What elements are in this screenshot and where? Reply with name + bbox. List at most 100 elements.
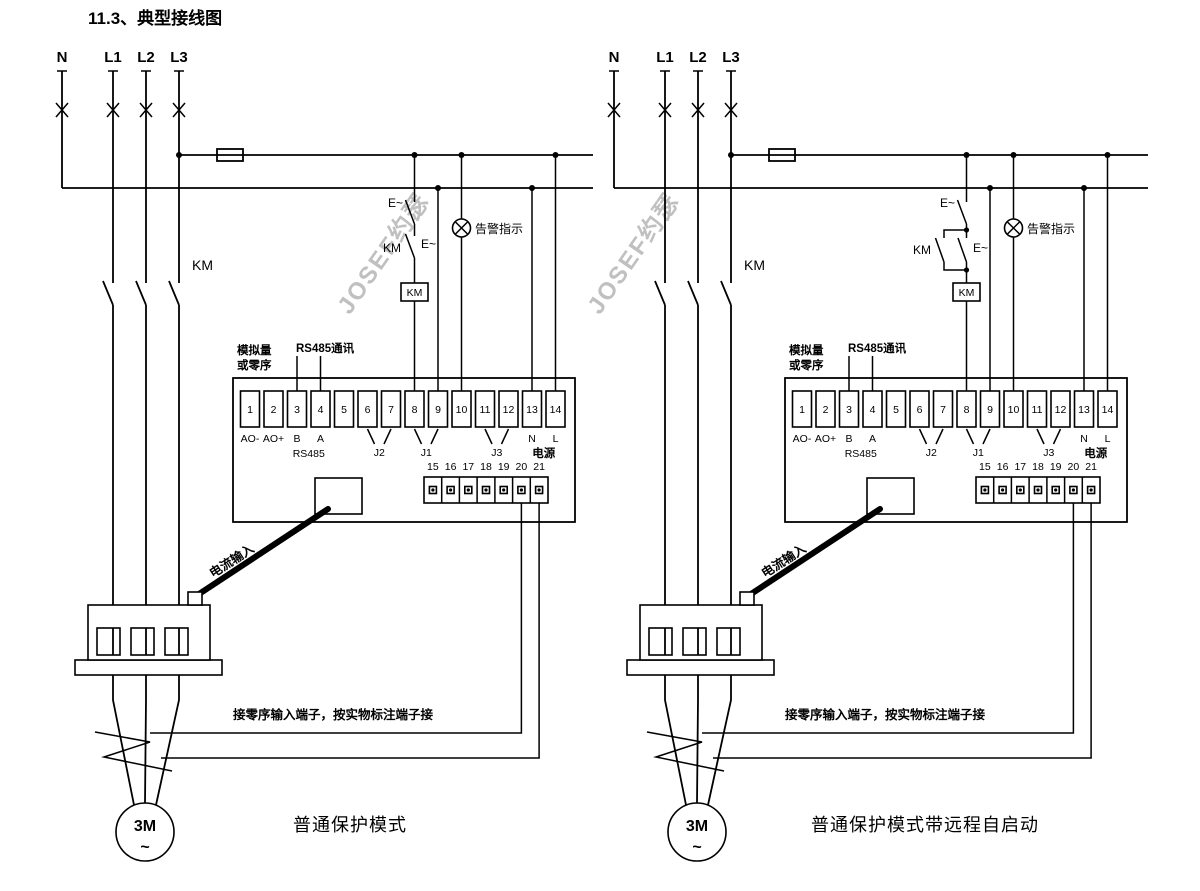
zero-seq-note: 接零序输入端子，按实物标注端子接: [233, 707, 434, 722]
terminal-drop-wires-left: [437, 155, 557, 391]
lamp-cross-icon: [1006, 221, 1021, 235]
ao-minus-label: AO-: [241, 433, 260, 445]
km-coil-label: KM: [407, 287, 423, 299]
l-label: L: [553, 433, 559, 445]
lower-terminal-number: 19: [498, 461, 510, 473]
km-aux-label: KM: [383, 241, 401, 255]
junction-dot: [963, 227, 970, 233]
terminal-number: 13: [526, 404, 538, 416]
terminal-number: 6: [365, 404, 371, 416]
ct-window: [716, 627, 741, 656]
e-start-label: E~: [421, 237, 436, 251]
terminal-number: 1: [799, 404, 805, 416]
terminal-number: 8: [412, 404, 418, 416]
km-coil-box: [400, 282, 429, 302]
lower-terminal-number: 15: [427, 461, 439, 473]
power-label: 电源: [532, 446, 555, 460]
terminal-drop-wires-right: [989, 155, 1109, 391]
current-transformer-left: [74, 591, 223, 676]
motor-tilde: ~: [140, 839, 149, 856]
phase-label-l1: L1: [656, 49, 674, 66]
rs485-label: RS485: [293, 448, 325, 460]
lower-terminal-number: 16: [997, 461, 1009, 473]
supply-verticals: [61, 71, 180, 283]
lower-terminal-number: 19: [1050, 461, 1062, 473]
terminal-number: 4: [318, 404, 324, 416]
terminal-number: 5: [893, 404, 899, 416]
motor-label: 3M: [134, 818, 156, 835]
km-coil-box: [952, 282, 981, 302]
motor-feed-lines: [664, 675, 732, 806]
caption-left: 普通保护模式: [293, 815, 407, 835]
rs485-comm-label: RS485通讯: [848, 342, 907, 355]
terminal-number: 12: [1055, 404, 1067, 416]
motor-tilde: ~: [692, 839, 701, 856]
terminal-row-right: 1 2 3 4 5 6 7 8 9 10 11 12 13 14: [791, 390, 1118, 428]
terminal-row-left: 1 2 3 4 5 6 7 8 9 10 11 12 13 14: [239, 390, 566, 428]
zero-seq-wire: [702, 503, 1092, 759]
fuse-symbol: [768, 148, 796, 162]
motor-circle: [115, 802, 175, 862]
motor-symbol-right: 3M ~: [667, 802, 727, 862]
current-input-cable: [193, 506, 331, 599]
watermark-right: JOSEF约瑟: [582, 188, 686, 319]
lower-terminal-number: 20: [1068, 461, 1080, 473]
lower-terminal-number: 18: [1032, 461, 1044, 473]
terminal-number: 11: [1032, 404, 1043, 416]
rs485-label: RS485: [845, 448, 877, 460]
supply-lines-left: [55, 71, 186, 283]
rs485-leader-lines: [848, 356, 874, 391]
fuse-symbol: [216, 148, 244, 162]
cable-zigzag-icon: [94, 731, 173, 772]
ct-base: [74, 659, 223, 676]
km-coil-label: KM: [959, 287, 975, 299]
lamp-cross-icon: [454, 221, 469, 235]
terminal-number: 9: [435, 404, 441, 416]
junction-dot: [963, 267, 970, 273]
ct-window-conductors: [112, 628, 180, 655]
current-transformer-right: [626, 591, 775, 676]
terminal-number: 3: [846, 404, 852, 416]
terminal-block-right: 模拟量 或零序 RS485通讯 1 2 3 4 5 6 7 8 9 10 11 …: [784, 342, 1128, 523]
ao-minus-label: AO-: [793, 433, 812, 445]
terminal-number: 7: [388, 404, 394, 416]
lower-terminal-number: 17: [462, 461, 474, 473]
b-label: B: [845, 433, 852, 445]
disconnect-cross-icons: [55, 102, 186, 118]
current-input-connector: [866, 477, 915, 515]
b-label: B: [293, 433, 300, 445]
a-label: A: [869, 433, 876, 445]
junction-dot: [176, 152, 182, 158]
ct-window: [130, 627, 155, 656]
lower-terminal-number: 21: [1085, 461, 1097, 473]
ct-window: [164, 627, 189, 656]
terminal-number: 4: [870, 404, 876, 416]
coil-branch-wire: [404, 155, 416, 391]
j2-label: J2: [926, 447, 937, 459]
rs485-leader-lines: [296, 356, 322, 391]
lower-strip-dividers: [992, 477, 1084, 503]
lower-terminal-number: 16: [445, 461, 457, 473]
ct-window: [648, 627, 673, 656]
phase-label-n: N: [609, 49, 620, 66]
km-contact-strokes: [654, 280, 732, 605]
lower-terminal-number: 20: [516, 461, 528, 473]
km-contact-strokes: [102, 280, 180, 605]
terminal-number: 7: [940, 404, 946, 416]
rs485-comm-label: RS485通讯: [296, 342, 355, 355]
km-main-contacts-right: KM: [654, 257, 765, 605]
l-label: L: [1105, 433, 1111, 445]
j1-label: J1: [973, 447, 984, 459]
wiring-diagram-right: N L1 L2 L3 KM: [607, 49, 1148, 862]
terminal-number: 13: [1078, 404, 1090, 416]
analog-label-2: 或零序: [237, 358, 272, 372]
ct-terminal: [187, 591, 203, 606]
phase-label-n: N: [57, 49, 68, 66]
lower-terminal-number: 18: [480, 461, 492, 473]
motor-feed-lines: [112, 675, 180, 806]
e-start-label: E~: [973, 241, 988, 255]
ao-plus-label: AO+: [815, 433, 836, 445]
relay-bracket-icons: [366, 428, 510, 445]
terminal-number: 11: [480, 404, 491, 416]
